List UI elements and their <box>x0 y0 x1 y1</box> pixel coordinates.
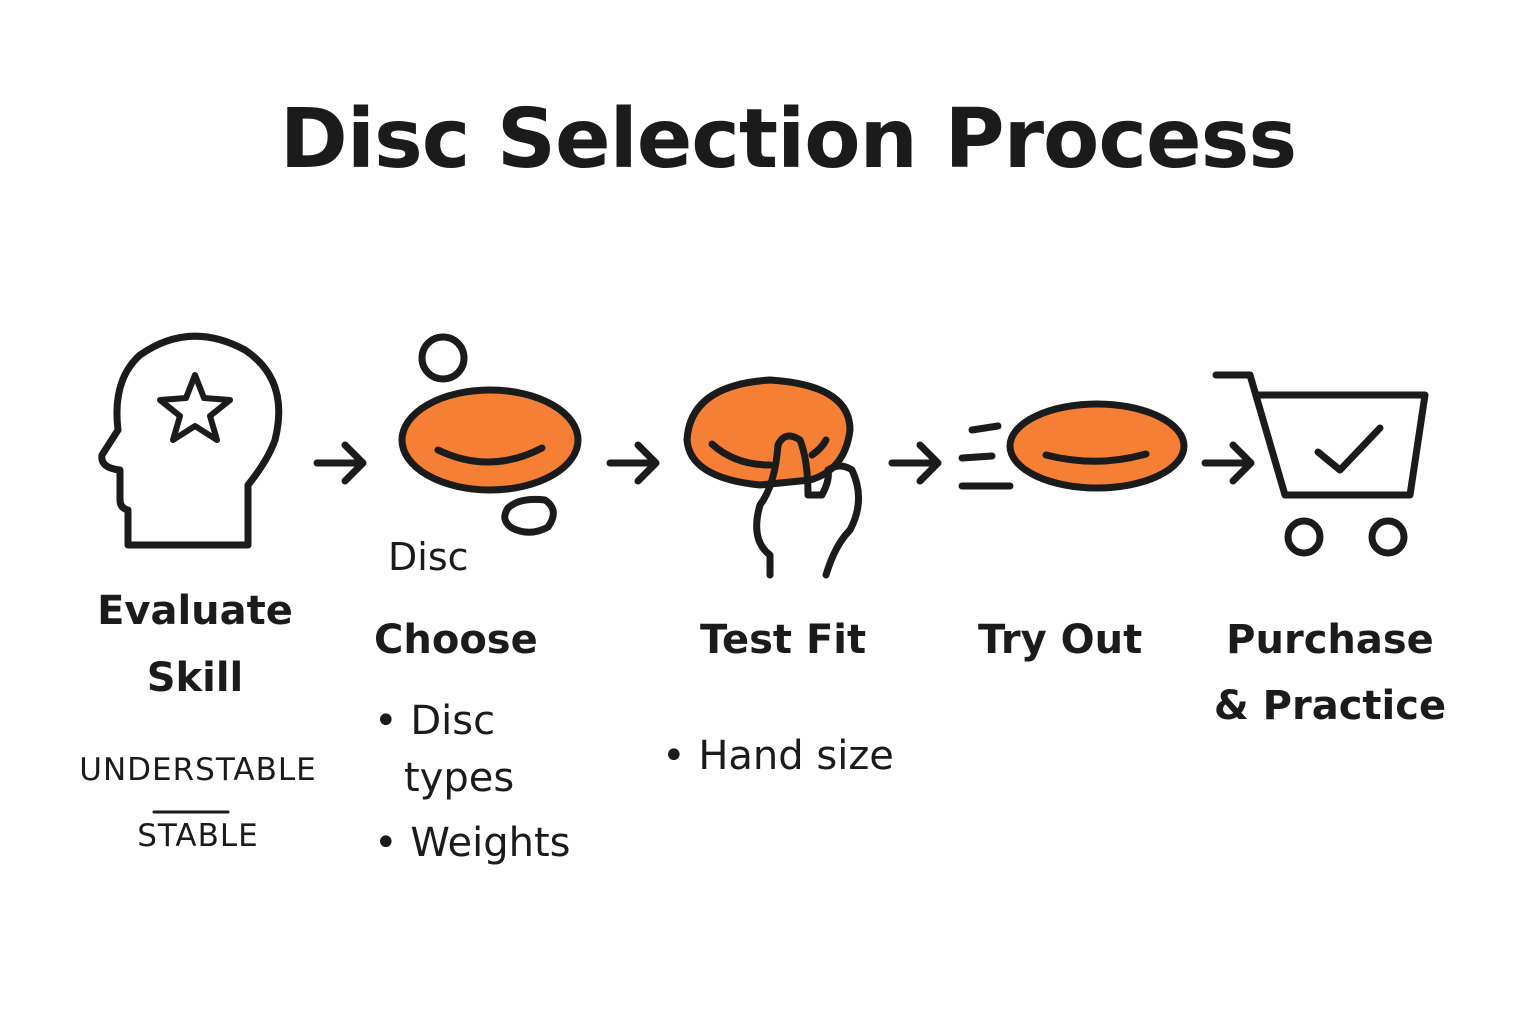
understable-text: UNDERSTABLE <box>79 752 317 788</box>
shopping-cart-check-icon <box>1212 371 1429 557</box>
stable-text: STABLE <box>137 818 259 854</box>
step-label-test-fit: Test Fit <box>700 617 867 663</box>
step-label-evaluate-line1: Evaluate <box>97 588 293 634</box>
bullet-disc-types: • Disc <box>374 698 496 744</box>
arrow-icon <box>313 441 367 485</box>
arrow-icon <box>1201 441 1255 485</box>
flying-disc-icon <box>958 400 1188 492</box>
step-label-choose: Choose <box>374 617 538 663</box>
step-label-purchase-line2: & Practice <box>1213 683 1447 729</box>
disc-top-label: Disc <box>388 535 469 579</box>
bullet-hand-size: • Hand size <box>662 733 894 779</box>
bullet-text: Weights <box>410 820 571 866</box>
step-label-purchase-line1: Purchase <box>1226 617 1434 663</box>
step-label-try-out: Try Out <box>978 617 1143 663</box>
disc-choice-icon <box>398 333 582 536</box>
head-star-icon <box>98 332 283 549</box>
page-title: Disc Selection Process <box>279 92 1297 187</box>
bullet-text: Disc <box>410 698 496 744</box>
step-label-evaluate-line2: Skill <box>146 655 244 701</box>
hand-disc-icon <box>683 376 863 579</box>
bullet-text: Hand size <box>698 733 894 779</box>
arrow-icon <box>888 441 942 485</box>
bullet-disc-types-cont: types <box>404 755 515 801</box>
arrow-icon <box>606 441 660 485</box>
bullet-weights: • Weights <box>374 820 571 866</box>
